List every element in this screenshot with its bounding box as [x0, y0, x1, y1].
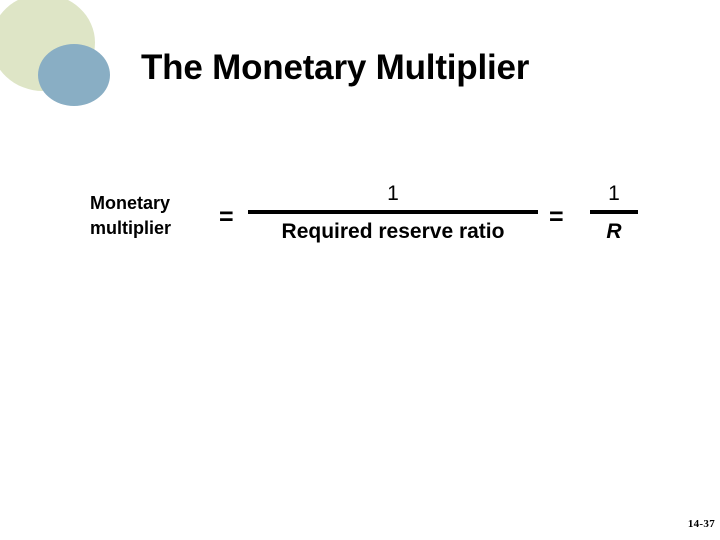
fraction-main: 1 Required reserve ratio: [248, 180, 538, 248]
fraction-short-denominator: R: [606, 220, 622, 243]
fraction-short: 1 R: [590, 180, 638, 248]
equation-left-label: Monetary multiplier: [90, 191, 171, 241]
equals-sign-first: =: [219, 203, 234, 231]
fraction-short-bar: [590, 210, 638, 214]
equals-sign-second: =: [549, 203, 564, 231]
fraction-main-bar: [248, 210, 538, 214]
page-title: The Monetary Multiplier: [141, 48, 530, 87]
decorative-blue-circle: [38, 44, 110, 106]
equation-left-label-line1: Monetary: [90, 193, 171, 213]
fraction-main-denominator: Required reserve ratio: [281, 220, 505, 243]
fraction-main-numerator: 1: [387, 182, 399, 205]
monetary-multiplier-equation: Monetary multiplier = 1 Required reserve…: [0, 180, 720, 270]
equation-left-label-line2: multiplier: [90, 218, 172, 238]
fraction-short-numerator: 1: [608, 182, 620, 205]
page-number: 14-37: [687, 518, 715, 530]
